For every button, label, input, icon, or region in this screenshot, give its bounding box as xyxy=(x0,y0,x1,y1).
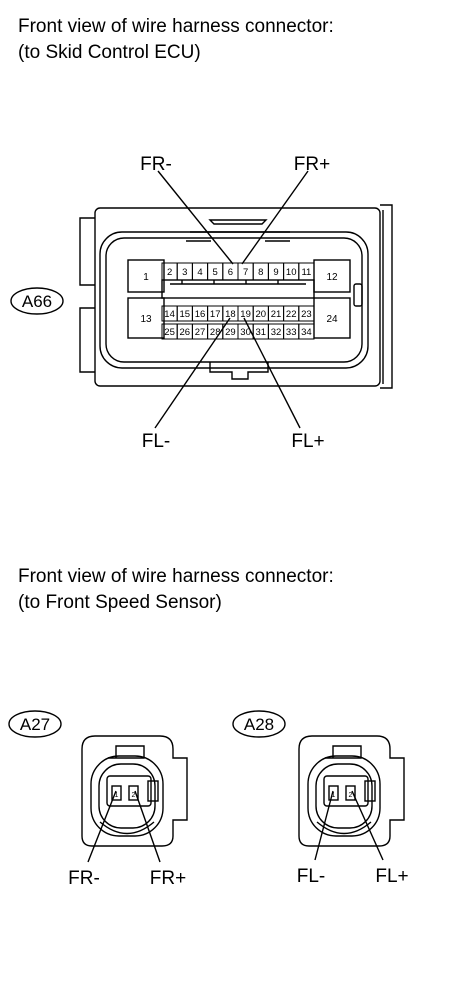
ecu-pin-number: 34 xyxy=(301,327,312,338)
a27-label-fr-minus: FR- xyxy=(68,868,100,889)
ecu-fl-minus-callout xyxy=(154,317,231,429)
ecu-pin-number: 28 xyxy=(210,327,221,338)
ecu-caption-line2: (to Skid Control ECU) xyxy=(18,42,201,63)
ecu-pin-number: 9 xyxy=(273,267,278,278)
ecu-pin-number: 3 xyxy=(182,267,187,278)
ecu-pin-1: 1 xyxy=(143,272,149,283)
ecu-pin-number: 14 xyxy=(164,309,175,320)
ecu-pin-number: 10 xyxy=(286,267,297,278)
ecu-pin-number: 31 xyxy=(256,327,267,338)
sensor-caption-line1: Front view of wire harness connector: xyxy=(18,566,334,587)
a27-pin-1: 1 xyxy=(115,792,119,799)
a28-fl-minus-callout xyxy=(314,790,334,861)
ecu-pin-cell xyxy=(298,323,315,340)
a66-tag-oval xyxy=(10,287,64,315)
ecu-pin-number: 22 xyxy=(286,309,297,320)
ecu-pin-number: 4 xyxy=(197,267,202,278)
ecu-pin-number: 7 xyxy=(243,267,248,278)
ecu-pin-number: 30 xyxy=(240,327,251,338)
ecu-caption: Front view of wire harness connector: (t… xyxy=(18,14,334,66)
ecu-pin-number: 21 xyxy=(271,309,282,320)
sensor-caption-line2: (to Front Speed Sensor) xyxy=(18,592,222,613)
ecu-pin-number: 27 xyxy=(195,327,206,338)
ecu-pin-number: 19 xyxy=(240,309,251,320)
ecu-label-fl-minus: FL- xyxy=(142,431,171,452)
a27-label-fr-plus: FR+ xyxy=(150,868,186,889)
ecu-pin-12: 12 xyxy=(326,272,338,283)
a27-tag: A27 xyxy=(20,715,50,734)
a28-tag: A28 xyxy=(244,715,274,734)
ecu-label-fr-plus: FR+ xyxy=(294,154,330,175)
ecu-pin-13: 13 xyxy=(140,314,152,325)
ecu-pin-number: 16 xyxy=(195,309,206,320)
a27-fr-plus-callout xyxy=(134,790,161,863)
ecu-pin-number: 25 xyxy=(164,327,175,338)
ecu-pin-grid xyxy=(161,262,315,340)
ecu-pin-number: 29 xyxy=(225,327,236,338)
a28-label-fl-plus: FL+ xyxy=(375,866,408,887)
ecu-pin-number: 23 xyxy=(301,309,312,320)
a27-pin-2: 2 xyxy=(132,792,136,799)
a66-tag: A66 xyxy=(22,292,52,311)
a28-connector-body xyxy=(298,735,405,847)
ecu-pin-number: 33 xyxy=(286,327,297,338)
ecu-pin-number: 5 xyxy=(213,267,218,278)
a28-pin-2: 2 xyxy=(349,792,353,799)
ecu-pin-cell xyxy=(298,262,315,281)
ecu-pin-number: 26 xyxy=(180,327,191,338)
ecu-pin-number: 8 xyxy=(258,267,263,278)
ecu-pin-number: 6 xyxy=(228,267,233,278)
ecu-pin-number: 11 xyxy=(301,267,311,278)
ecu-pin-24: 24 xyxy=(326,314,338,325)
ecu-label-fr-minus: FR- xyxy=(140,154,172,175)
a28-tag-oval xyxy=(232,710,286,738)
a28-fl-plus-callout xyxy=(351,790,384,861)
a27-connector-body xyxy=(81,735,188,847)
ecu-pin-number: 32 xyxy=(271,327,282,338)
a27-tag-oval xyxy=(8,710,62,738)
ecu-fr-plus-callout xyxy=(241,170,309,265)
ecu-fr-minus-callout xyxy=(157,170,234,265)
ecu-caption-line1: Front view of wire harness connector: xyxy=(18,16,334,37)
ecu-pin-number: 15 xyxy=(180,309,191,320)
ecu-pin-cell xyxy=(298,305,315,322)
sensor-caption: Front view of wire harness connector: (t… xyxy=(18,564,334,616)
a28-label-fl-minus: FL- xyxy=(297,866,326,887)
ecu-pin-number: 18 xyxy=(225,309,236,320)
a27-fr-minus-callout xyxy=(87,790,117,863)
ecu-pin-number: 17 xyxy=(210,309,221,320)
ecu-label-fl-plus: FL+ xyxy=(291,431,324,452)
ecu-pin-number: 2 xyxy=(167,267,172,278)
ecu-pin-number: 20 xyxy=(256,309,267,320)
a28-pin-1: 1 xyxy=(332,792,336,799)
ecu-connector-body xyxy=(79,204,393,389)
